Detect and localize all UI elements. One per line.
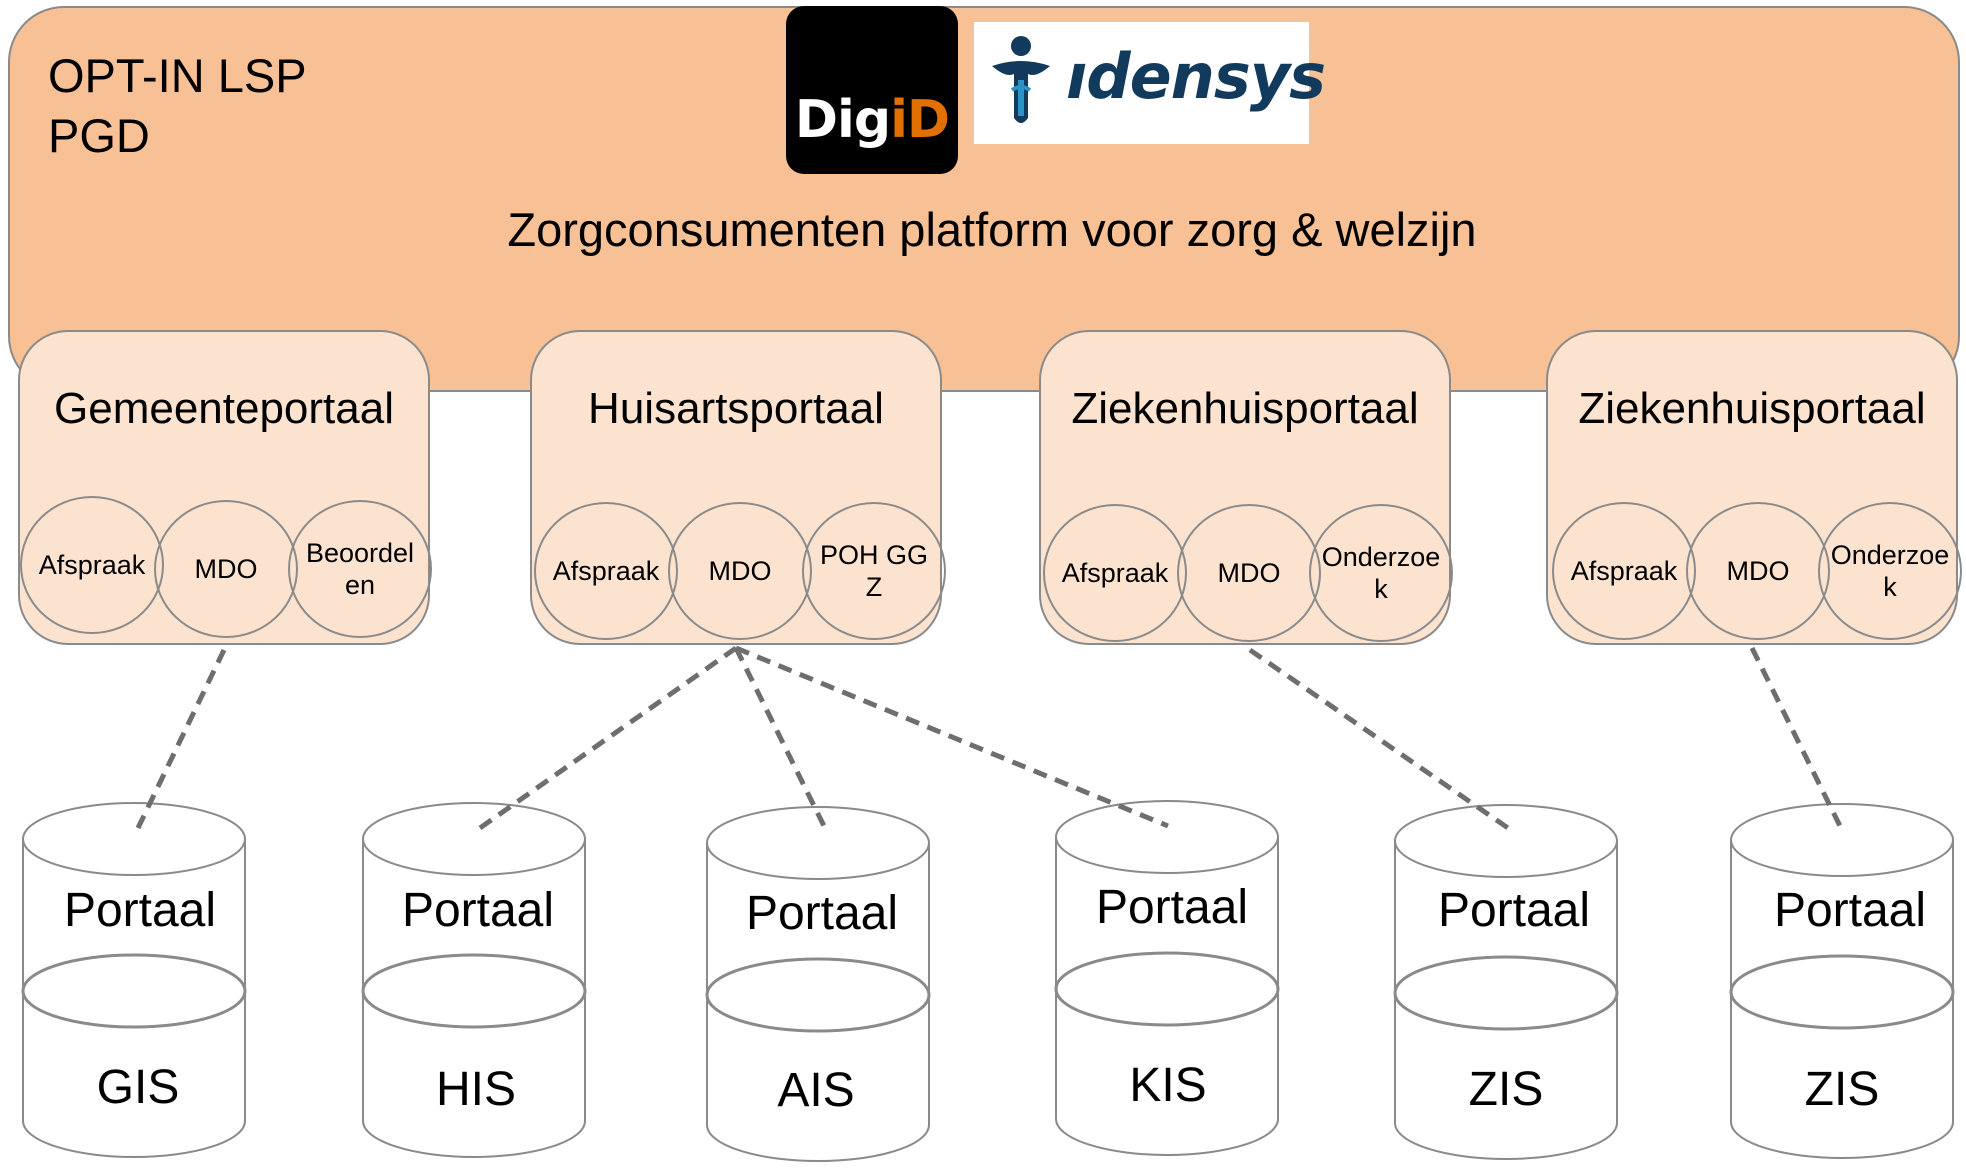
database-cylinder bbox=[21, 802, 247, 1158]
platform-label-line1: OPT-IN LSP bbox=[48, 49, 307, 102]
circle-label: Onderzoe k bbox=[1321, 542, 1441, 604]
portal-circle: MDO bbox=[668, 502, 812, 640]
database-cylinder bbox=[361, 802, 587, 1158]
portal-ziekenhuis-2: Ziekenhuisportaal Afspraak MDO Onderzoe … bbox=[1546, 330, 1962, 645]
database-cylinder bbox=[1054, 800, 1280, 1156]
portal-circle: Afspraak bbox=[534, 502, 678, 640]
dashed-connector bbox=[735, 645, 1169, 829]
database-divider-ellipse bbox=[1393, 955, 1619, 1031]
digid-logo-text: DigiD bbox=[786, 90, 958, 150]
database-top-label: Portaal bbox=[1773, 884, 1927, 937]
database-top-ellipse bbox=[1730, 803, 1954, 877]
database-top-ellipse bbox=[362, 802, 586, 876]
database-top-ellipse bbox=[1055, 800, 1279, 874]
platform-title: Zorgconsumenten platform voor zorg & wel… bbox=[507, 203, 1477, 256]
portal-gemeente: Gemeenteportaal Afspraak MDO Beoordel en bbox=[18, 330, 432, 645]
database-cylinder bbox=[1729, 803, 1955, 1159]
circle-label: POH GGZ bbox=[819, 540, 928, 602]
portal-circle: Onderzoe k bbox=[1309, 504, 1453, 642]
idensys-figure-icon bbox=[992, 36, 1050, 123]
circle-label: MDO bbox=[1217, 558, 1281, 588]
digid-text-main: Dig bbox=[794, 90, 891, 150]
dashed-connector bbox=[135, 648, 227, 830]
dashed-connector bbox=[1749, 646, 1843, 828]
circle-label: Afspraak bbox=[1570, 556, 1678, 586]
database-divider-ellipse bbox=[361, 953, 587, 1029]
database-cylinder bbox=[705, 806, 931, 1162]
database-top-label: Portaal bbox=[63, 884, 217, 937]
database-top-label: Portaal bbox=[745, 887, 899, 940]
circle-label: MDO bbox=[194, 554, 258, 584]
dashed-connector bbox=[733, 646, 827, 828]
portal-ziekenhuis-1: Ziekenhuisportaal Afspraak MDO Onderzoe … bbox=[1039, 330, 1453, 645]
portal-circle: Beoordel en bbox=[288, 500, 432, 638]
circle-label: Afspraak bbox=[38, 550, 146, 580]
database-bottom-label: ZIS bbox=[1804, 1063, 1880, 1116]
portal-circle: POH GGZ bbox=[802, 502, 946, 640]
idensys-logo-text: ıdensys bbox=[1066, 40, 1326, 113]
database-divider-ellipse bbox=[1054, 951, 1280, 1027]
database-bottom-label: KIS bbox=[1129, 1059, 1207, 1112]
platform-title-row: Zorgconsumenten platform voor zorg & wel… bbox=[0, 202, 1966, 257]
circle-label: Afspraak bbox=[552, 556, 660, 586]
database-divider-ellipse bbox=[21, 953, 247, 1029]
circle-label: MDO bbox=[1726, 556, 1790, 586]
portal-circle: Onderzoe k bbox=[1818, 502, 1962, 640]
portal-title: Gemeenteportaal bbox=[54, 384, 394, 433]
database-cylinder bbox=[1393, 804, 1619, 1160]
circle-label: MDO bbox=[708, 556, 772, 586]
digid-text-accent: iD bbox=[890, 90, 950, 150]
database-top-ellipse bbox=[22, 802, 246, 876]
idensys-logo: ıdensys bbox=[974, 22, 1326, 144]
database-divider-ellipse bbox=[1729, 954, 1955, 1030]
database-bottom-label: GIS bbox=[96, 1061, 180, 1114]
circle-label: Beoordel en bbox=[305, 538, 415, 600]
database-top-ellipse bbox=[1394, 804, 1618, 878]
database-top-label: Portaal bbox=[1095, 881, 1249, 934]
database-bottom-label: HIS bbox=[435, 1063, 516, 1116]
database-bottom-label: AIS bbox=[777, 1064, 855, 1117]
database-top-label: Portaal bbox=[401, 884, 555, 937]
digid-logo: DigiD bbox=[786, 6, 958, 174]
portal-huisarts: Huisartsportaal Afspraak MDO POH GGZ bbox=[530, 330, 946, 645]
database-bottom-label: ZIS bbox=[1468, 1063, 1544, 1116]
portal-title: Ziekenhuisportaal bbox=[1071, 384, 1419, 433]
circle-label: Onderzoe k bbox=[1830, 540, 1950, 602]
database-top-label: Portaal bbox=[1437, 884, 1591, 937]
database-top-ellipse bbox=[706, 806, 930, 880]
platform-label-line2: PGD bbox=[48, 109, 150, 162]
portal-circle: Afspraak bbox=[1043, 504, 1187, 642]
platform-label: OPT-IN LSP PGD bbox=[48, 46, 307, 166]
portal-title: Ziekenhuisportaal bbox=[1578, 384, 1926, 433]
circle-label: Afspraak bbox=[1061, 558, 1169, 588]
dashed-connector bbox=[1248, 647, 1510, 831]
portal-title: Huisartsportaal bbox=[588, 384, 884, 433]
dashed-connector bbox=[478, 645, 738, 831]
database-divider-ellipse bbox=[705, 957, 931, 1033]
